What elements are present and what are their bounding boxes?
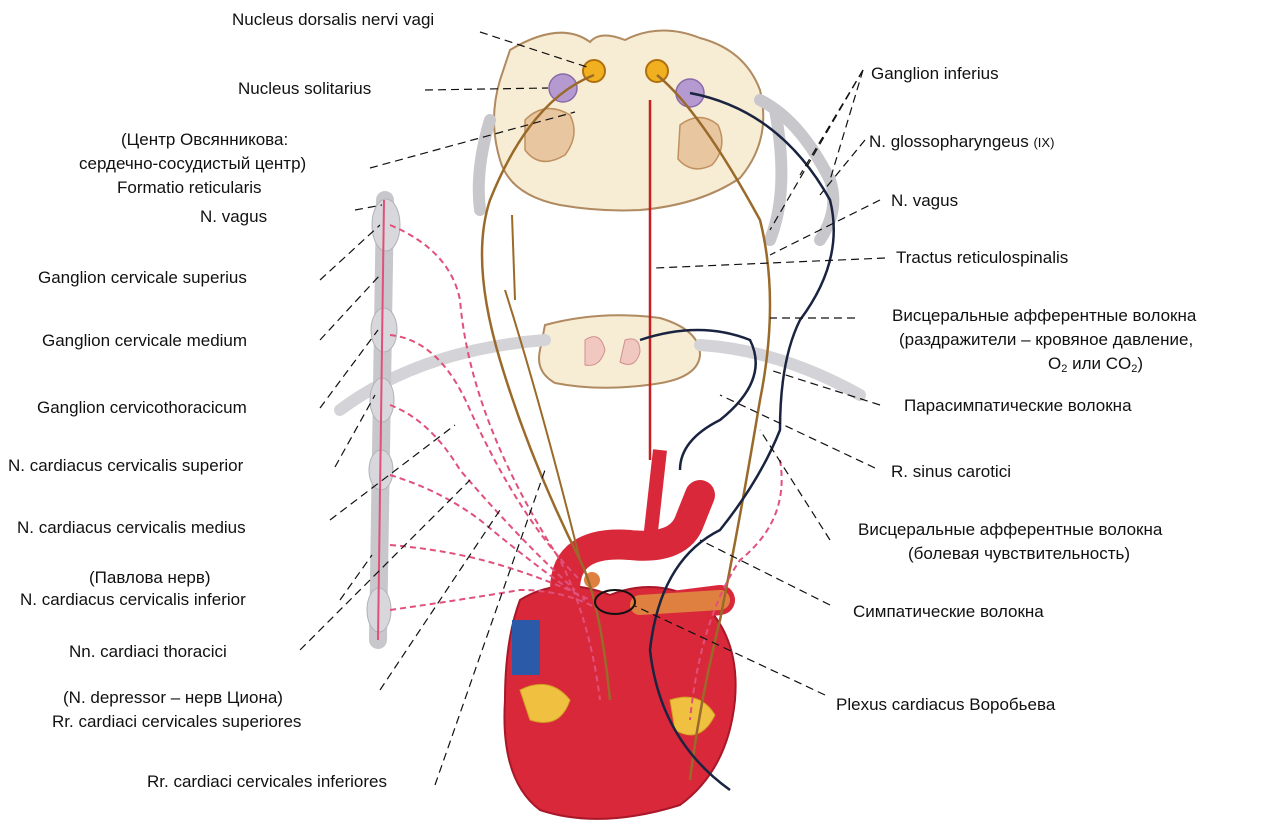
label-ganglion-cervicothoracicum: Ganglion cervicothoracicum	[37, 398, 247, 418]
label-n-depressor: (N. depressor – нерв Циона)	[63, 688, 283, 708]
label-visceral-afferent-1b: (раздражители – кровяное давление,	[899, 330, 1193, 350]
label-sympathetic-fibers: Симпатические волокна	[853, 602, 1044, 622]
label-n-cardiacus-cervicalis-medius: N. cardiacus cervicalis medius	[17, 518, 246, 538]
label-n-cardiacus-cervicalis-superior: N. cardiacus cervicalis superior	[8, 456, 243, 476]
label-visceral-afferent-1: Висцеральные афферентные волокна	[892, 306, 1196, 326]
label-visceral-afferent-2b: (болевая чувствительность)	[908, 544, 1130, 564]
label-rr-cardiaci-cervicales-superiores: Rr. cardiaci cervicales superiores	[52, 712, 301, 732]
label-parasympathetic-fibers: Парасимпатические волокна	[904, 396, 1132, 416]
label-formatio-reticularis: Formatio reticularis	[117, 178, 262, 198]
label-tractus-reticulospinalis: Tractus reticulospinalis	[896, 248, 1068, 268]
label-n-vagus-left: N. vagus	[200, 207, 267, 227]
label-n-cardiacus-cervicalis-inferior: N. cardiacus cervicalis inferior	[20, 590, 246, 610]
label-pavlov-nerve: (Павлова нерв)	[89, 568, 211, 588]
label-nucleus-solitarius: Nucleus solitarius	[238, 79, 371, 99]
label-ganglion-cervicale-medium: Ganglion cervicale medium	[42, 331, 247, 351]
label-ganglion-inferius: Ganglion inferius	[871, 64, 999, 84]
label-n-glossopharyngeus: N. glossopharyngeus (IX)	[869, 132, 1054, 153]
vena-cava	[512, 620, 540, 675]
label-ganglion-cervicale-superius: Ganglion cervicale superius	[38, 268, 247, 288]
label-n-vagus-right: N. vagus	[891, 191, 958, 211]
label-nucleus-dorsalis: Nucleus dorsalis nervi vagi	[232, 10, 434, 30]
spinal-cord-section	[539, 315, 700, 388]
nucleus-dorsalis-right	[646, 60, 668, 82]
label-visceral-afferent-2: Висцеральные афферентные волокна	[858, 520, 1162, 540]
label-ovsyannikov-center: (Центр Овсянникова:	[121, 130, 288, 150]
label-nn-cardiaci-thoracici: Nn. cardiaci thoracici	[69, 642, 227, 662]
label-r-sinus-carotici: R. sinus carotici	[891, 462, 1011, 482]
pulmonary-trunk	[640, 600, 720, 605]
label-plexus-cardiacus: Plexus cardiacus Воробьева	[836, 695, 1055, 715]
label-rr-cardiaci-cervicales-inferiores: Rr. cardiaci cervicales inferiores	[147, 772, 387, 792]
medulla-olive-left	[525, 109, 574, 162]
carotid	[650, 450, 660, 540]
label-visceral-afferent-1c: O2 или CO2)	[1048, 354, 1143, 379]
label-cardio-center: сердечно-сосудистый центр)	[79, 154, 306, 174]
nucleus-solitarius-left	[549, 74, 577, 102]
